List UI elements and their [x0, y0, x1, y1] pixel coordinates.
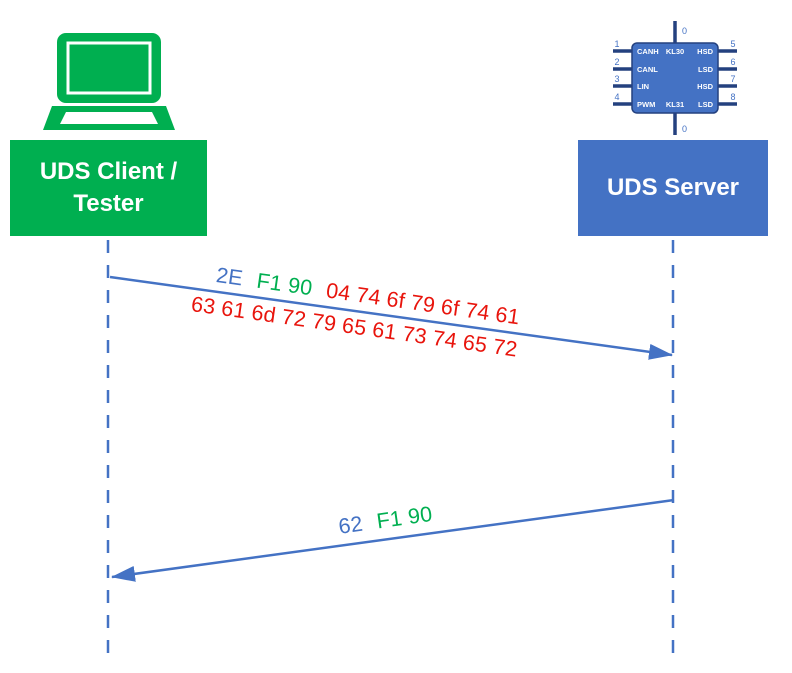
chip-pin-num-top: 0 — [682, 26, 687, 36]
chip-pin-num-1: 1 — [614, 39, 619, 49]
response-sid: 62 — [337, 511, 365, 539]
ecu-chip-icon: 0 0 1 2 3 4 5 6 7 8 CANH CANL LIN PWM KL… — [613, 21, 737, 135]
chip-pin-num-2: 2 — [614, 57, 619, 67]
chip-label-hsd1: HSD — [697, 47, 713, 56]
chip-label-lin: LIN — [637, 82, 649, 91]
server-label: UDS Server — [606, 174, 740, 202]
chip-pin-num-6: 6 — [730, 57, 735, 67]
server-box: UDS Server — [578, 140, 768, 236]
chip-label-lsd2: LSD — [698, 100, 714, 109]
chip-label-lsd1: LSD — [698, 65, 714, 74]
request-sid: 2E — [214, 263, 245, 291]
chip-pin-num-bottom: 0 — [682, 124, 687, 134]
response-arrow — [111, 498, 675, 582]
chip-pin-num-3: 3 — [614, 74, 619, 84]
client-label-line1: UDS Client / — [39, 158, 178, 186]
chip-pin-num-7: 7 — [730, 74, 735, 84]
chip-label-kl30: KL30 — [666, 47, 684, 56]
client-box: UDS Client / Tester — [10, 140, 207, 236]
chip-pin-num-8: 8 — [730, 92, 735, 102]
request-arrow — [109, 275, 673, 360]
chip-label-kl31: KL31 — [666, 100, 684, 109]
laptop-icon — [43, 33, 175, 130]
chip-label-canh: CANH — [637, 47, 659, 56]
chip-label-canl: CANL — [637, 65, 658, 74]
chip-label-pwm: PWM — [637, 100, 655, 109]
chip-pin-num-5: 5 — [730, 39, 735, 49]
client-label-line2: Tester — [73, 190, 144, 217]
chip-pins — [613, 21, 737, 135]
chip-label-hsd2: HSD — [697, 82, 713, 91]
chip-body — [631, 42, 719, 114]
chip-pin-num-4: 4 — [614, 92, 619, 102]
